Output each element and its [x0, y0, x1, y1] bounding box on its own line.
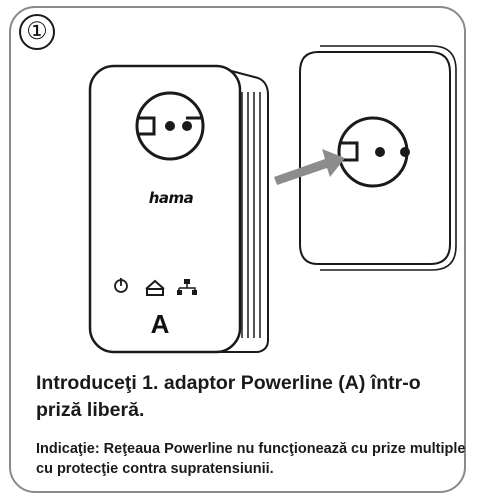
network-icon	[177, 279, 197, 295]
instruction-note: Indicaţie: Reţeaua Powerline nu funcţion…	[36, 441, 466, 477]
home-icon	[145, 279, 165, 296]
power-icon	[114, 278, 128, 293]
adapter-label: A	[150, 309, 170, 339]
arrow-icon	[274, 149, 345, 185]
brand-logo: hama	[148, 189, 194, 207]
instruction-headline: Introduceţi 1. adaptor Powerline (A) înt…	[36, 372, 421, 421]
adapter-socket-icon	[135, 91, 205, 161]
step-number: ①	[19, 14, 55, 50]
wall-socket-icon	[337, 116, 410, 188]
